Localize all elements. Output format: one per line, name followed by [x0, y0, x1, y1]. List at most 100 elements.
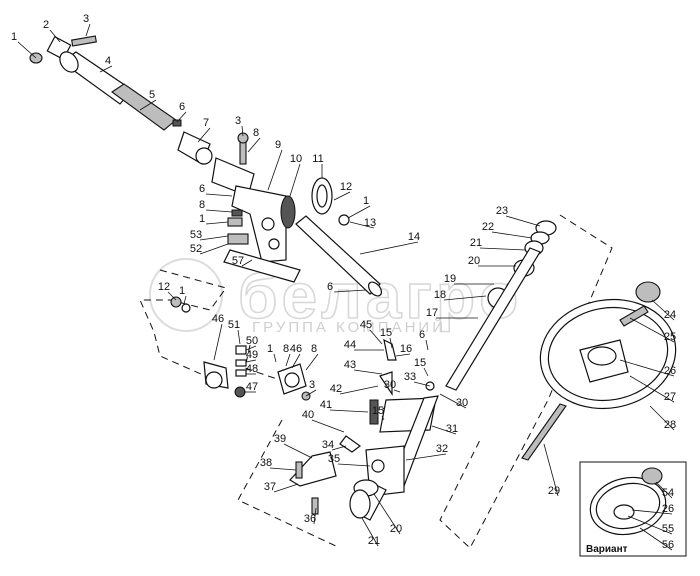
leader-c43: [353, 369, 383, 375]
leader-c6c: [333, 289, 367, 293]
callout-c53: 53: [190, 229, 202, 241]
callout-c6c: 6: [327, 281, 333, 293]
callout-c18: 18: [434, 289, 446, 301]
leader-c6a: [176, 111, 187, 123]
callout-c22: 22: [482, 221, 494, 233]
hub-cap-part-26: [587, 346, 617, 366]
leader-c12b: [167, 291, 177, 301]
callout-c6b: 6: [199, 183, 205, 195]
callout-c19: 19: [444, 273, 456, 285]
lower-column-assembly: [289, 338, 439, 521]
callout-c39: 39: [274, 433, 286, 445]
leader-c8c: [285, 353, 291, 367]
callout-c28: 28: [664, 419, 676, 431]
leader-lines: [17, 23, 675, 551]
leader-c10: [289, 163, 301, 197]
callout-c43: 43: [344, 359, 356, 371]
callout-c8b: 8: [199, 199, 205, 211]
bolt-part-52: [227, 233, 249, 245]
callout-c12b: 12: [158, 281, 170, 293]
leader-c15c: [381, 415, 385, 421]
callout-c51: 51: [228, 319, 240, 331]
callout-c56: 56: [662, 539, 674, 551]
callout-c54: 54: [662, 487, 674, 499]
callout-c27: 27: [664, 391, 676, 403]
callout-c34: 34: [322, 439, 334, 451]
callout-c33: 33: [404, 371, 416, 383]
callout-c57: 57: [232, 255, 244, 267]
leader-c3b: [241, 125, 244, 137]
leader-c23: [505, 215, 541, 227]
callout-c30a: 30: [384, 379, 396, 391]
lever-part-42: [379, 371, 393, 396]
leader-c42: [339, 385, 379, 395]
leader-c6d: [425, 339, 429, 351]
callout-c13: 13: [364, 217, 376, 229]
leader-c1a: [17, 41, 37, 59]
callout-c37: 37: [264, 481, 276, 493]
callout-c31: 31: [446, 423, 458, 435]
leader-c41: [329, 409, 369, 413]
leader-c39: [283, 443, 313, 459]
link-part-44: [383, 338, 397, 361]
leader-c31: [431, 425, 457, 435]
callout-c35: 35: [328, 453, 340, 465]
watermark-subtitle: ГРУППА КОМПАНИЙ: [252, 318, 446, 336]
splined-shaft-part-5: [111, 83, 177, 131]
leader-c46a: [213, 323, 223, 361]
callout-c38: 38: [260, 457, 272, 469]
callout-c26a: 26: [664, 365, 676, 377]
callout-c1c: 1: [199, 213, 205, 225]
leader-c38: [269, 467, 297, 471]
callout-c8c: 8: [283, 343, 289, 355]
leader-c28: [649, 405, 675, 431]
callout-c15a: 15: [380, 327, 392, 339]
leader-c30b: [439, 393, 467, 409]
leader-c55: [627, 515, 673, 535]
nut-part-25: [619, 305, 649, 327]
callout-c32: 32: [436, 443, 448, 455]
washer-part-48: [235, 369, 247, 377]
leader-c35: [337, 463, 371, 467]
pin-part-34: [339, 435, 362, 453]
callout-c24: 24: [664, 309, 676, 321]
leader-c53: [199, 235, 229, 241]
callout-c47: 47: [246, 381, 258, 393]
washer-part-8: [231, 209, 243, 217]
callout-c46a: 46: [212, 313, 224, 325]
leader-c51: [237, 329, 241, 345]
leader-c33: [413, 381, 431, 387]
callout-c3a: 3: [83, 13, 89, 25]
bearing-part-10: [280, 195, 296, 229]
callout-c20b: 20: [390, 523, 402, 535]
callout-c20a: 20: [468, 255, 480, 267]
leader-c54: [655, 481, 673, 499]
nut-part-53: [227, 217, 243, 227]
leader-c8a: [247, 137, 261, 153]
leader-c29: [543, 443, 559, 497]
callout-c9: 9: [275, 139, 281, 151]
leader-c1c: [205, 221, 229, 225]
leader-c7: [197, 127, 211, 143]
callout-c3b: 3: [235, 115, 241, 127]
callout-c10: 10: [290, 153, 302, 165]
upper-shaft-assembly: [29, 35, 383, 297]
bolt-part-38: [295, 461, 303, 479]
callout-c3c: 3: [309, 379, 315, 391]
cap-part-24: [635, 281, 661, 303]
variant-label: Вариант: [586, 544, 628, 555]
leader-c45: [369, 329, 383, 345]
callout-c45: 45: [360, 319, 372, 331]
callout-c8a: 8: [253, 127, 259, 139]
callout-c40: 40: [302, 409, 314, 421]
callout-c1a: 1: [11, 31, 17, 43]
callout-c21b: 21: [368, 535, 380, 547]
leader-c20b: [373, 493, 401, 535]
leader-c3a: [85, 23, 91, 37]
callout-c42: 42: [330, 383, 342, 395]
leader-c40: [311, 419, 345, 433]
callout-c6a: 6: [179, 101, 185, 113]
leader-c26b: [631, 509, 673, 515]
callout-c44: 44: [344, 339, 356, 351]
leader-c1e: [273, 353, 277, 363]
